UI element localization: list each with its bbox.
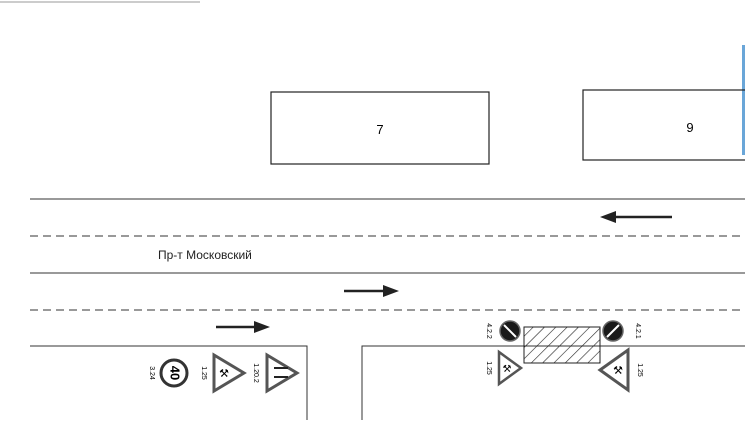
- edge-marker: [742, 45, 745, 155]
- roadworks-sign-icon: ⚒: [212, 352, 247, 394]
- speed-limit-sign-icon: 40: [159, 358, 189, 388]
- sign-code: 4.2.1: [634, 323, 641, 339]
- sign-code: 4.2.2: [485, 323, 492, 339]
- building-number: 9: [686, 120, 693, 135]
- road-narrowing-sign-icon: [265, 352, 300, 394]
- building-7: 7: [270, 91, 490, 165]
- arrow-right-icon: [344, 285, 399, 297]
- svg-text:40: 40: [168, 366, 183, 380]
- svg-text:⚒: ⚒: [503, 364, 512, 375]
- keep-right-sign-icon: [602, 320, 624, 342]
- svg-text:⚒: ⚒: [219, 368, 229, 380]
- work-zone: [523, 326, 601, 364]
- curb-left: [30, 345, 308, 420]
- sign-code: 3.24: [148, 366, 155, 380]
- arrow-left-icon: [600, 211, 672, 223]
- building-9: 9: [582, 89, 745, 161]
- building-number: 7: [376, 122, 383, 137]
- sign-code: 1.25: [636, 363, 643, 377]
- sign-code: 1.25: [485, 361, 492, 375]
- svg-text:⚒: ⚒: [613, 365, 623, 377]
- street-name: Пр-т Московский: [158, 248, 252, 262]
- curb-right: [361, 345, 745, 420]
- keep-left-sign-icon: [499, 320, 521, 342]
- roadworks-sign-icon: ⚒: [497, 349, 524, 387]
- arrow-right-icon: [216, 321, 270, 333]
- roadworks-sign-icon: ⚒: [597, 347, 630, 393]
- sign-code: 1.25: [200, 366, 207, 380]
- sign-code: 1.20.2: [252, 363, 259, 383]
